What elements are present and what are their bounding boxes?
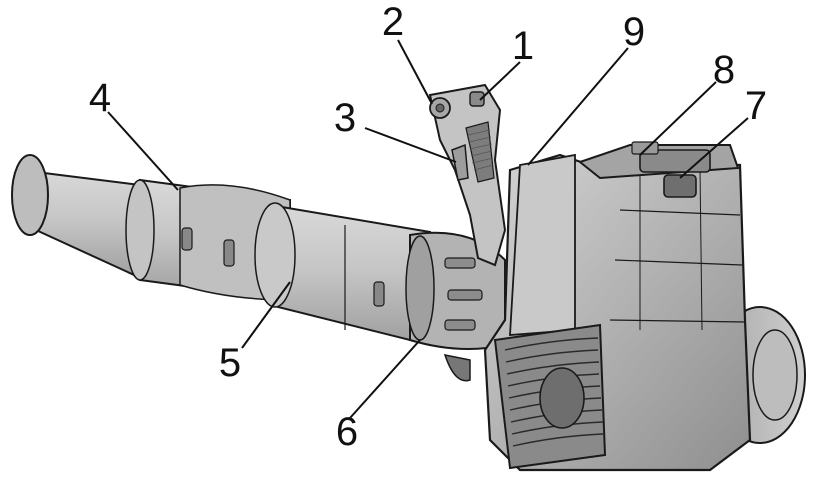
leader-line-3 [364, 127, 457, 163]
callout-6: 6 [335, 410, 359, 454]
battery-release-button [663, 174, 697, 198]
callout-5: 5 [218, 341, 242, 385]
leader-line-1 [479, 61, 521, 101]
callout-2: 2 [381, 0, 405, 44]
leader-line-6 [349, 339, 421, 419]
leader-lines [107, 39, 749, 419]
callout-9: 9 [622, 10, 646, 54]
blower-tube [254, 202, 431, 347]
callout-4: 4 [88, 76, 112, 120]
air-intake-grille [493, 323, 607, 470]
blower-nozzle [11, 154, 291, 302]
callout-8: 8 [712, 48, 736, 92]
callout-3: 3 [333, 96, 357, 140]
leader-line-5 [241, 281, 291, 349]
leader-line-4 [107, 111, 179, 191]
leader-line-2 [397, 39, 433, 105]
leader-line-7 [679, 117, 749, 179]
leader-line-8 [639, 81, 717, 156]
trigger-icon [451, 143, 469, 181]
power-switch-icon [469, 91, 485, 107]
callout-7: 7 [744, 84, 768, 128]
leader-line-9 [527, 47, 629, 166]
callout-1: 1 [511, 24, 535, 68]
